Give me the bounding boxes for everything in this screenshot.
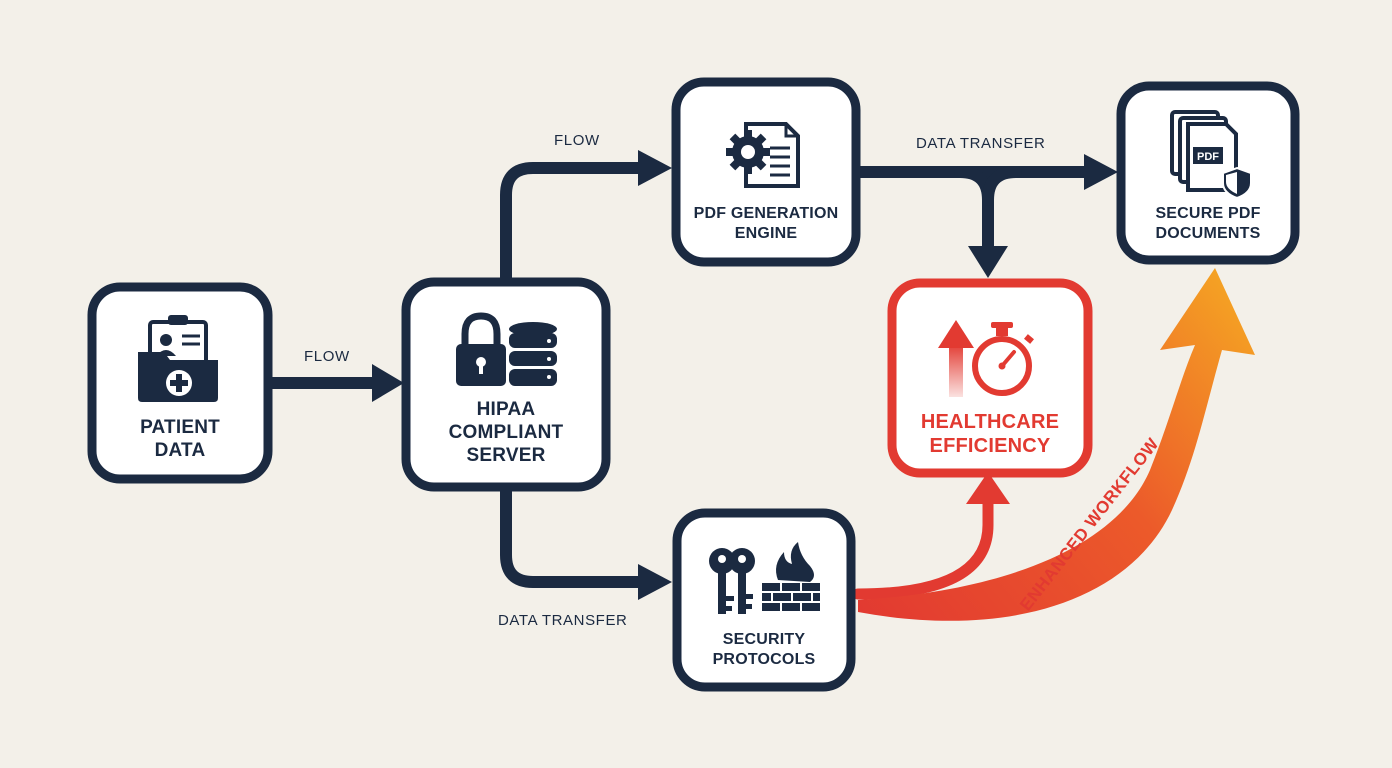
node-security-protocols-label: SECURITY PROTOCOLS <box>712 631 816 668</box>
arrowhead-to-security <box>638 564 672 600</box>
stopwatch-up-arrow-icon <box>938 320 1034 397</box>
arrowheads <box>372 150 1118 600</box>
box-hipaa-server <box>401 277 611 492</box>
lock-database-icon <box>456 312 557 386</box>
edge-label-data-transfer-top: DATA TRANSFER <box>916 135 1046 152</box>
pdf-badge-text: PDF <box>1197 151 1219 163</box>
enhanced-workflow-arrow <box>858 268 1255 621</box>
gear-document-icon <box>726 122 800 188</box>
arrowhead-to-efficiency <box>968 246 1008 278</box>
edge-label-data-transfer-bottom: DATA TRANSFER <box>498 612 628 629</box>
arrowhead-to-securepdf <box>1084 154 1118 190</box>
node-healthcare-efficiency-label: HEALTHCARE EFFICIENCY <box>920 411 1060 457</box>
edge-server-to-security <box>500 482 652 588</box>
node-hipaa-server-label: HIPAA COMPLIANT SERVER <box>448 399 564 466</box>
arrowhead-to-efficiency-red <box>966 472 1010 504</box>
edge-security-to-efficiency <box>852 494 994 600</box>
medical-folder-icon <box>138 315 218 402</box>
edge-label-flow-1: FLOW <box>304 348 350 365</box>
arrowhead-to-engine <box>638 150 672 186</box>
node-secure-pdf-label: SECURE PDF DOCUMENTS <box>1155 205 1261 242</box>
edge-branch-to-efficiency <box>954 166 994 258</box>
node-pdf-engine-label: PDF GENERATION ENGINE <box>693 205 839 242</box>
edge-server-to-engine <box>500 162 652 288</box>
pdf-shield-icon: PDF <box>1170 110 1252 200</box>
red-connectors <box>852 268 1255 621</box>
keys-firewall-icon <box>709 542 820 614</box>
node-patient-data-label: PATIENT DATA <box>140 417 220 461</box>
edge-label-flow-2: FLOW <box>554 132 600 149</box>
connectors <box>264 162 1098 588</box>
arrowhead-to-server <box>372 364 404 402</box>
